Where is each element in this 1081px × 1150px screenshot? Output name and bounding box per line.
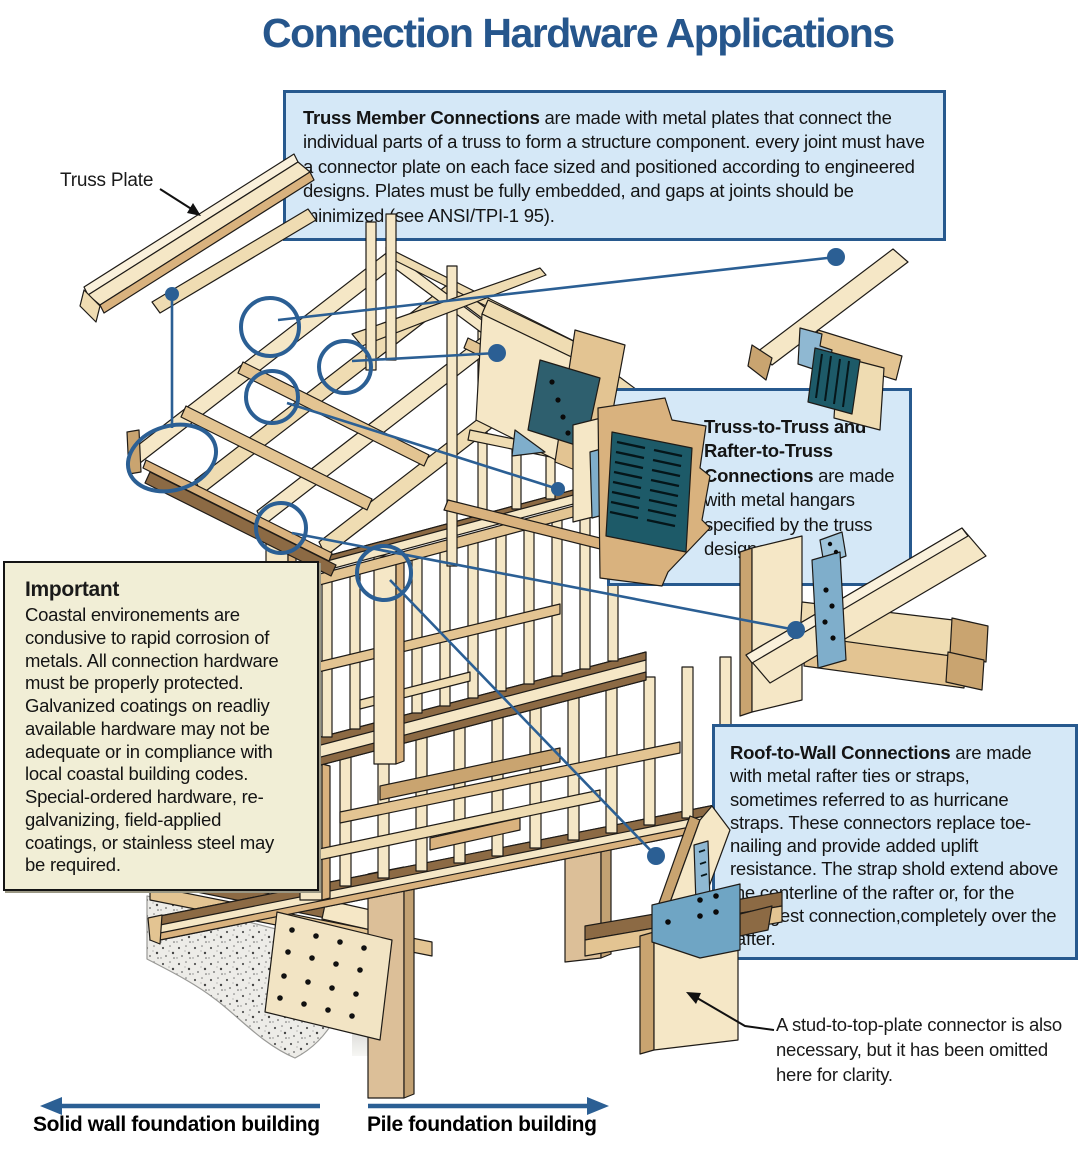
pile-foundation-label: Pile foundation building xyxy=(367,1113,597,1136)
stud-to-top-plate-note: A stud-to-top-plate connector is also ne… xyxy=(776,1014,1062,1086)
truss-plate-label: Truss Plate xyxy=(60,170,154,191)
plywood-gusset xyxy=(265,912,392,1040)
callout-truss-member-text: Truss Member Connections are made with m… xyxy=(303,106,926,228)
callout-truss-member-connections: Truss Member Connections are made with m… xyxy=(283,90,946,241)
callout-roof-to-wall-text: Roof-to-Wall Connections are made with m… xyxy=(730,741,1060,951)
callout-important-body: Coastal environements are condusive to r… xyxy=(25,604,279,876)
callout-roof-to-wall-body: are made with metal rafter ties or strap… xyxy=(730,742,1059,950)
callout-truss-to-truss-connections: Truss-to-Truss and Rafter-to-Truss Conne… xyxy=(607,388,912,586)
callout-truss-to-truss-text: Truss-to-Truss and Rafter-to-Truss Conne… xyxy=(704,415,904,561)
solid-wall-foundation-label: Solid wall foundation building xyxy=(33,1113,320,1136)
callout-important: Important Coastal environements are cond… xyxy=(3,561,319,891)
page-title: Connection Hardware Applications xyxy=(262,10,895,56)
callout-truss-member-lead: Truss Member Connections xyxy=(303,107,540,128)
callout-truss-to-truss-lead: Truss-to-Truss and Rafter-to-Truss Conne… xyxy=(704,416,867,486)
callout-important-heading: Important xyxy=(25,578,120,601)
callout-roof-to-wall-connections: Roof-to-Wall Connections are made with m… xyxy=(712,724,1078,960)
callout-roof-to-wall-lead: Roof-to-Wall Connections xyxy=(730,742,951,763)
callout-truss-member-body: are made with metal plates that connect … xyxy=(303,107,925,226)
